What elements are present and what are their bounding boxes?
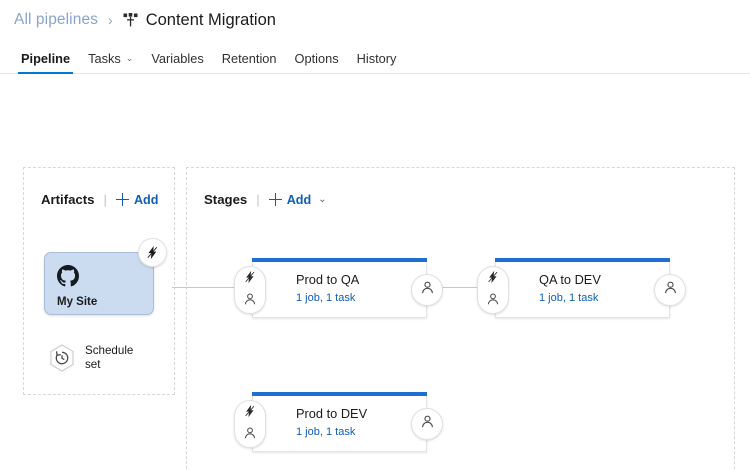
breadcrumb-separator: › [108,12,113,28]
lightning-bolt-icon [243,404,257,423]
stage-card-prod-to-dev[interactable]: Prod to DEV 1 job, 1 task [234,392,443,452]
stage-pre-conditions[interactable] [234,400,266,448]
person-icon [243,292,257,311]
person-icon [420,414,435,434]
add-artifact-label: Add [133,192,159,207]
schedule-line-1: Schedule [85,344,134,357]
stage-status-bar [495,258,670,262]
add-artifact-button[interactable]: Add [115,192,159,207]
schedule-set-item[interactable]: Schedule set [46,342,133,374]
stage-name-label: Prod to DEV [296,406,368,421]
tab-retention-label: Retention [221,51,277,66]
stage-post-approval[interactable] [411,408,443,440]
add-stage-label: Add [286,192,312,207]
plus-icon [268,193,282,206]
stage-subtitle-link[interactable]: 1 job, 1 task [296,292,356,304]
plus-icon [115,193,129,206]
breadcrumb: All pipelines › Content Migration [0,4,750,36]
schedule-line-2: set [85,358,101,371]
stage-post-approval[interactable] [654,274,686,306]
stage-name-label: QA to DEV [539,272,601,287]
tab-history[interactable]: History [348,51,406,74]
chevron-down-icon[interactable]: ⌄ [318,193,327,205]
connector-stage1-to-stage2 [436,287,493,288]
artifacts-separator: | [103,192,107,207]
stage-subtitle-link[interactable]: 1 job, 1 task [296,426,356,438]
stage-name-label: Prod to QA [296,272,360,287]
stage-text-block: QA to DEV 1 job, 1 task [539,272,601,305]
connector-artifact-to-stage1 [172,287,250,288]
release-pipeline-icon [122,12,139,29]
tab-tasks-label: Tasks [88,51,121,66]
stages-title: Stages [204,192,248,207]
tab-options[interactable]: Options [286,51,348,74]
tab-options-label: Options [294,51,339,66]
stage-card-prod-to-qa[interactable]: Prod to QA 1 job, 1 task [234,258,443,318]
stage-card-qa-to-dev[interactable]: QA to DEV 1 job, 1 task [477,258,686,318]
stage-text-block: Prod to QA 1 job, 1 task [296,272,359,305]
artifacts-title: Artifacts [41,192,95,207]
person-icon [243,426,257,445]
stage-text-block: Prod to DEV 1 job, 1 task [296,406,367,439]
artifact-node-my-site[interactable]: My Site [44,238,167,315]
tab-variables[interactable]: Variables [142,51,212,74]
github-icon [57,265,79,291]
schedule-clock-icon [46,342,78,374]
tab-variables-label: Variables [151,51,204,66]
page-title: Content Migration [145,10,276,29]
lightning-bolt-icon[interactable] [138,238,167,267]
person-icon [486,292,500,311]
lightning-bolt-icon [243,270,257,289]
artifact-name-label: My Site [57,296,98,308]
pipeline-canvas: Artifacts | Add Stages | Add ⌄ My Site [0,74,750,471]
tab-pipeline[interactable]: Pipeline [12,51,79,74]
stage-status-bar [252,258,427,262]
schedule-set-label: Schedule set [85,344,133,372]
artifact-node-content: My Site [57,265,97,308]
stage-subtitle-link[interactable]: 1 job, 1 task [539,292,599,304]
tab-pipeline-label: Pipeline [21,51,71,66]
tab-retention[interactable]: Retention [213,51,286,74]
stages-header: Stages | Add ⌄ [204,192,327,207]
tab-history-label: History [356,51,397,66]
breadcrumb-all-pipelines-link[interactable]: All pipelines [14,11,99,28]
lightning-bolt-icon [486,270,500,289]
stage-post-approval[interactable] [411,274,443,306]
person-icon [420,280,435,300]
stage-pre-conditions[interactable] [234,266,266,314]
artifacts-header: Artifacts | Add [41,192,158,207]
stage-status-bar [252,392,427,396]
tab-bar: Pipeline Tasks ⌄ Variables Retention Opt… [0,43,750,74]
tab-tasks[interactable]: Tasks ⌄ [79,51,142,74]
chevron-down-icon: ⌄ [125,53,134,63]
stage-pre-conditions[interactable] [477,266,509,314]
add-stage-button[interactable]: Add [268,192,312,207]
person-icon [663,280,678,300]
stages-separator: | [256,192,260,207]
